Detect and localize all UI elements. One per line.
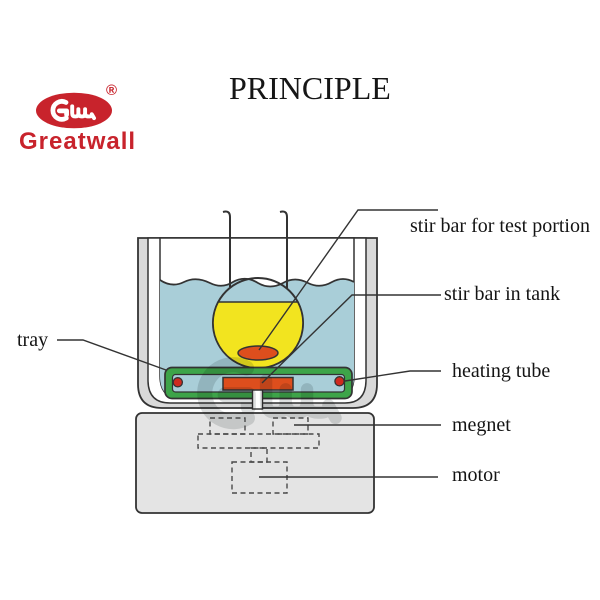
base-unit — [135, 412, 375, 514]
label-motor: motor — [452, 464, 500, 486]
page-title: PRINCIPLE — [229, 70, 391, 106]
leader-tray — [57, 339, 167, 371]
greatwall-logo — [36, 92, 112, 129]
leader-stir-bar-test — [258, 209, 438, 351]
leader-stir-bar-tank — [261, 294, 441, 384]
heating-tube-right-dot — [334, 376, 345, 387]
label-tray: tray — [17, 329, 49, 351]
magnet-pole-right — [272, 417, 309, 435]
heating-tube-left-dot — [172, 377, 184, 388]
leader-heating-tube — [344, 370, 441, 382]
label-stir-bar-test-portion: stir bar for test portion — [410, 215, 590, 237]
stir-bar-tank — [222, 376, 294, 391]
left-hanger-wire — [222, 210, 231, 287]
label-stir-bar-in-tank: stir bar in tank — [444, 283, 561, 305]
water-surface — [159, 277, 355, 288]
right-hanger-wire — [279, 210, 288, 288]
label-megnet: megnet — [452, 414, 511, 436]
registered-trademark-symbol: ® — [106, 82, 118, 99]
magnet-yoke — [197, 433, 320, 449]
brand-name: Greatwall — [19, 128, 137, 155]
stir-bar-flask — [237, 345, 279, 361]
label-heating-tube: heating tube — [452, 360, 551, 382]
